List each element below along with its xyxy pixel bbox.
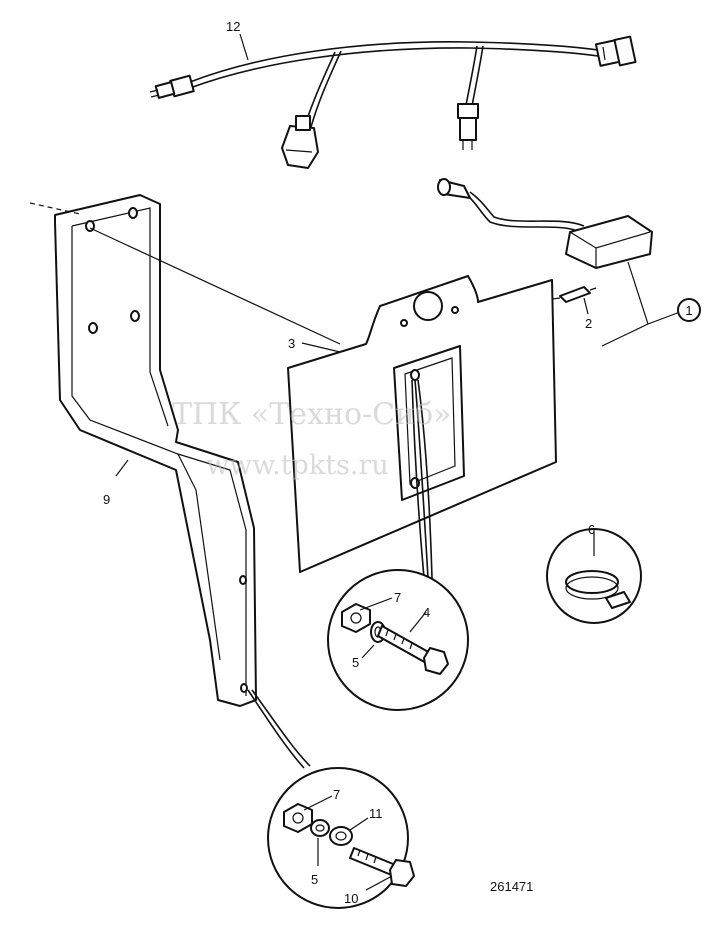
bolt-detail-lower bbox=[267, 767, 415, 909]
callout-10: 10 bbox=[344, 891, 358, 906]
lamp-bulb bbox=[551, 286, 597, 303]
watermark-website: www.tpkts.ru bbox=[206, 450, 389, 481]
connector-left bbox=[149, 74, 195, 99]
number-plate-lamp bbox=[437, 178, 653, 269]
callout-7-upper: 7 bbox=[394, 590, 401, 605]
callout-5-lower: 5 bbox=[311, 872, 318, 887]
number-plate bbox=[287, 275, 557, 579]
wiring-harness bbox=[149, 35, 637, 169]
callout-9: 9 bbox=[103, 492, 110, 507]
callout-1-circle bbox=[677, 298, 701, 322]
connector-branch-left bbox=[281, 115, 319, 169]
callout-1: 1 bbox=[685, 303, 692, 318]
callout-11: 11 bbox=[369, 806, 383, 821]
callout-5-upper: 5 bbox=[352, 655, 359, 670]
connector-right bbox=[594, 35, 637, 67]
callout-7-lower: 7 bbox=[333, 787, 340, 802]
callout-12: 12 bbox=[226, 19, 240, 34]
mounting-bracket bbox=[29, 194, 341, 769]
callout-2: 2 bbox=[585, 316, 592, 331]
watermark-company: ТПК «Техно-Сиб» bbox=[172, 397, 452, 432]
clip-detail bbox=[546, 528, 642, 624]
callout-3: 3 bbox=[288, 336, 295, 351]
figure-number: 261471 bbox=[490, 879, 533, 894]
connector-branch-right bbox=[457, 103, 479, 150]
callout-4: 4 bbox=[423, 605, 430, 620]
callout-6: 6 bbox=[588, 522, 595, 537]
bolt-detail-upper bbox=[327, 569, 469, 711]
